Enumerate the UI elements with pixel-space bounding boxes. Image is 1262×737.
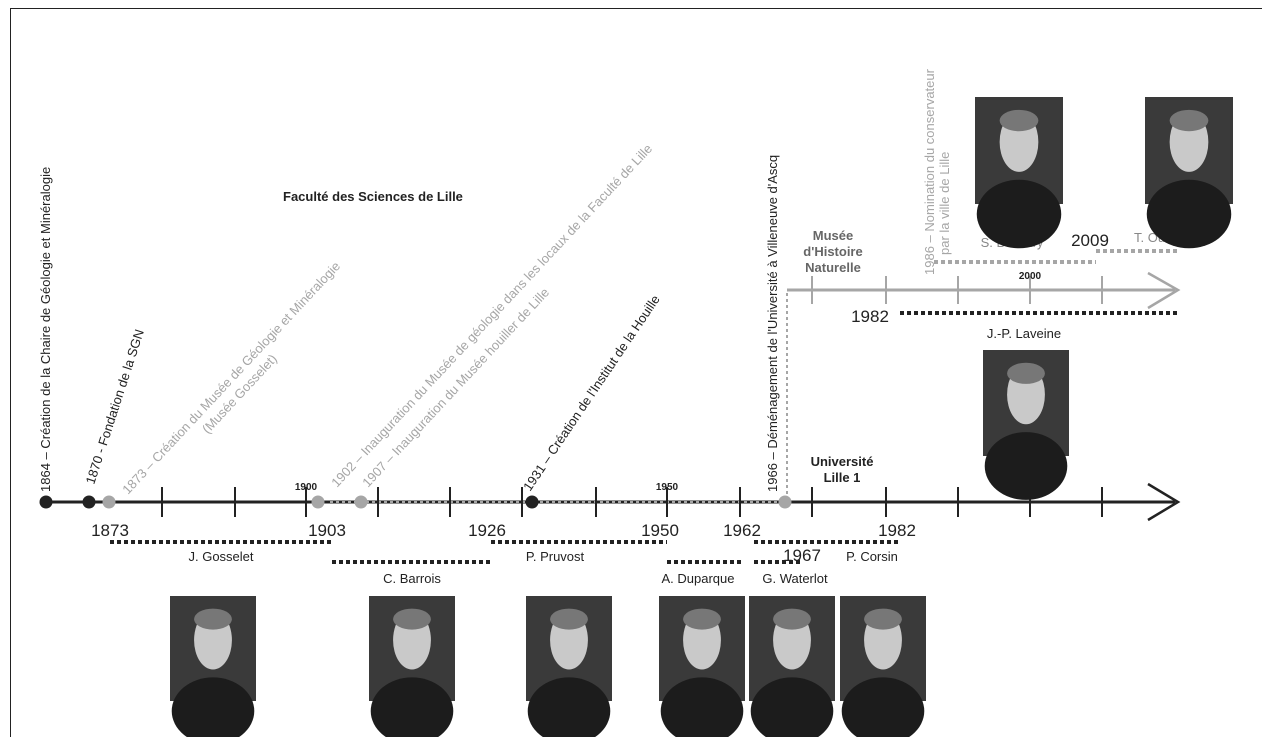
portrait-beckary [975,97,1063,249]
bottom-year-label: 1950 [641,521,679,540]
person-name-gosselet: J. Gosselet [188,549,253,564]
bottom-axis-arrow [1147,482,1181,522]
portrait-shoulders [750,677,834,737]
portrait-hair [683,608,721,630]
bottom-decade-label: 1950 [656,482,679,493]
portrait-hair [1169,109,1209,132]
diagram-frame [10,8,1262,737]
portrait-shoulders [976,179,1062,249]
event-text-e1986: 1986 – Nomination du conservateur [922,68,937,275]
bottom-year-label: 1926 [468,521,506,540]
event-marker-e1907 [354,495,368,509]
portrait-pruvost [526,596,612,737]
event-text-e1873: 1873 – Création du Musée de Géologie et … [119,258,343,497]
event-text-e1966: 1966 – Déménagement de l'Université à Vi… [765,155,780,492]
portrait-shoulders [1146,179,1232,249]
portrait-shoulders [841,677,925,737]
event-marker-e1931 [525,495,539,509]
event-label-e1873: 1873 – Création du Musée de Géologie et … [119,258,343,497]
bottom-decade-label: 1900 [295,482,318,493]
portrait-oudoire [1145,97,1233,249]
event-label-e1966: 1966 – Déménagement de l'Université à Vi… [765,155,780,492]
event-marker-e1966 [778,495,792,509]
portrait-shoulders [527,677,611,737]
bottom-axis-name: Université [811,454,874,469]
event-marker-e1873 [102,495,116,509]
portrait-hair [550,608,588,630]
bottom-year-label: 1903 [308,521,346,540]
bottom-year-label: 1982 [878,521,916,540]
person-name-corsin: P. Corsin [846,549,898,564]
portrait-duparque [659,596,745,737]
portrait-shoulders [660,677,744,737]
event-marker-e1902 [311,495,325,509]
event-label-e1870: 1870 - Fondation de la SGN [83,327,147,486]
portrait-hair [194,608,232,630]
event-label-e1864: 1864 – Création de la Chaire de Géologie… [38,167,53,492]
bottom-axis-name: Lille 1 [824,470,861,485]
person-name-pruvost: P. Pruvost [526,549,585,564]
top-year-label: 2009 [1071,231,1109,250]
event-text-e1870: 1870 - Fondation de la SGN [83,327,147,486]
portrait-laveine [983,350,1069,500]
person-name-barrois: C. Barrois [383,571,441,586]
portrait-barrois [369,596,455,737]
top-decade-label: 2000 [1019,271,1042,282]
portrait-hair [1007,362,1045,384]
portrait-hair [773,608,811,630]
top-axis-arrow [1147,271,1181,310]
top-year-label: 1982 [851,307,889,326]
person-name-laveine: J.-P. Laveine [987,326,1061,341]
person-name-waterlot: G. Waterlot [762,571,828,586]
portrait-shoulders [370,677,454,737]
event-marker-e1864 [39,495,53,509]
event-marker-e1870 [82,495,96,509]
portrait-gosselet [170,596,256,737]
portrait-hair [393,608,431,630]
portrait-waterlot [749,596,835,737]
portrait-hair [864,608,902,630]
event-label-e1907: 1907 – Inauguration du Musée houiller de… [359,285,552,490]
faculty-label: Faculté des Sciences de Lille [283,189,463,204]
event-text-e1864: 1864 – Création de la Chaire de Géologie… [38,167,53,492]
portrait-hair [999,109,1039,132]
bottom-year-label: 1873 [91,521,129,540]
portrait-shoulders [171,677,255,737]
top-axis-name: Musée [813,228,853,243]
event-label-e1931: 1931 – Création de l'Institut de la Houi… [520,292,663,494]
person-name-duparque: A. Duparque [662,571,735,586]
bottom-year-label: 1967 [783,546,821,565]
event-text-e1907: 1907 – Inauguration du Musée houiller de… [359,285,552,490]
event-text-e1931: 1931 – Création de l'Institut de la Houi… [520,292,663,494]
bottom-year-label: 1962 [723,521,761,540]
portrait-corsin [840,596,926,737]
event-text-e1986: par la ville de Lille [937,152,952,255]
top-axis-name: d'Histoire [803,244,862,259]
portrait-shoulders [984,432,1068,500]
top-axis-name: Naturelle [805,260,861,275]
